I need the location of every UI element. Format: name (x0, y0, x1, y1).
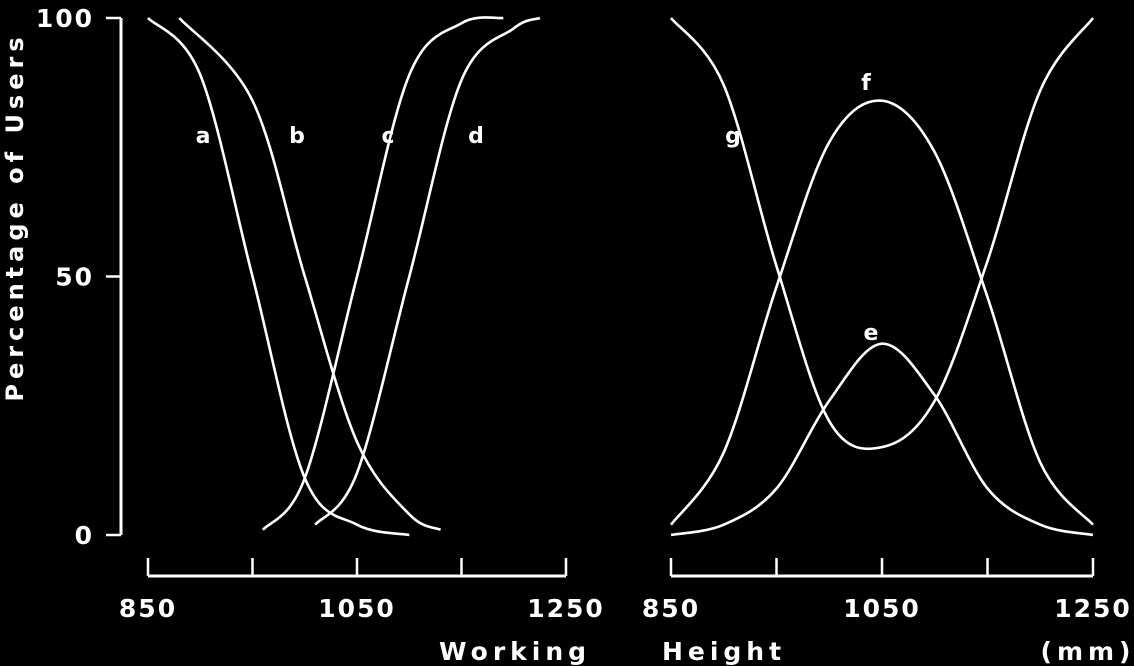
curve-label-e: e (864, 321, 879, 346)
y-tick-label: 0 (75, 521, 94, 550)
x-tick-label: 1250 (1054, 594, 1132, 623)
x-tick-label: 1050 (843, 594, 921, 623)
curve-label-a: a (196, 124, 211, 149)
curve-label-d: d (468, 124, 484, 149)
curve-label-f: f (861, 71, 871, 96)
curve-e (670, 342, 1094, 537)
x-tick-label: 850 (642, 594, 700, 623)
curve-d (314, 16, 541, 526)
curve-g (669, 17, 1095, 451)
x-axis-label-working: Working (439, 637, 591, 666)
y-axis-label: Percentage of Users (1, 32, 29, 401)
x-axis-label-unit: (mm) (1041, 637, 1134, 666)
curve-f (669, 99, 1094, 526)
x-axis-label-height: Height (662, 637, 786, 666)
curve-c (261, 16, 504, 531)
curve-b (178, 17, 442, 532)
curve-label-b: b (289, 124, 305, 149)
curve-a (147, 17, 410, 537)
x-tick-label: 1250 (527, 594, 605, 623)
y-tick-label: 100 (36, 4, 94, 33)
x-tick-label: 850 (119, 594, 177, 623)
curve-label-g: g (725, 124, 741, 149)
curve-label-c: c (381, 124, 394, 149)
y-tick-label: 50 (55, 263, 94, 292)
x-tick-label: 1050 (318, 594, 396, 623)
